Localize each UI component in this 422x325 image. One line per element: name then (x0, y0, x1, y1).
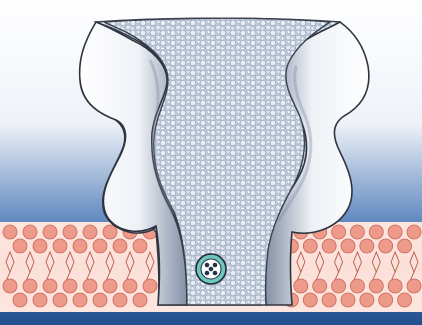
lipid-head (43, 225, 57, 239)
lipid-head (113, 239, 127, 253)
lipid-head (23, 279, 37, 293)
lipid-head (103, 279, 117, 293)
lipid-head (143, 279, 157, 293)
lipid-head (360, 239, 374, 253)
ion-dot (205, 271, 210, 276)
lipid-head (73, 293, 87, 307)
lipid-head (83, 225, 97, 239)
lipid-head (379, 293, 393, 307)
lipid-head (133, 293, 147, 307)
lipid-head (369, 225, 383, 239)
ion-particle (196, 254, 226, 284)
lipid-head (93, 293, 107, 307)
lipid-head (43, 279, 57, 293)
lipid-head (379, 239, 393, 253)
lipid-head (360, 293, 374, 307)
ion-dot (205, 263, 210, 268)
lipid-head (407, 225, 421, 239)
lipid-head (93, 239, 107, 253)
lipid-head (13, 239, 27, 253)
lipid-head (123, 279, 137, 293)
lipid-head (332, 279, 346, 293)
lipid-head (350, 225, 364, 239)
lipid-head (23, 225, 37, 239)
lipid-head (63, 279, 77, 293)
lipid-head (407, 279, 421, 293)
lipid-head (341, 293, 355, 307)
lipid-head (341, 239, 355, 253)
ion-dot (213, 263, 218, 268)
lipid-head (53, 239, 67, 253)
lipid-head (33, 239, 47, 253)
lipid-head (73, 239, 87, 253)
lipid-head (303, 239, 317, 253)
lipid-head (398, 293, 412, 307)
lipid-head (113, 293, 127, 307)
lipid-head (388, 279, 402, 293)
lipid-head (294, 279, 308, 293)
lipid-head (322, 293, 336, 307)
lipid-head (332, 225, 346, 239)
lipid-head (83, 279, 97, 293)
lipid-head (398, 239, 412, 253)
lipid-head (63, 225, 77, 239)
lipid-head (350, 279, 364, 293)
lipid-head (369, 279, 383, 293)
ion-dot (213, 271, 218, 276)
lipid-head (388, 225, 402, 239)
lipid-head (303, 293, 317, 307)
lipid-head (313, 279, 327, 293)
lipid-head (3, 225, 17, 239)
lipid-head (53, 293, 67, 307)
lipid-head (33, 293, 47, 307)
lipid-head (133, 239, 147, 253)
lipid-head (322, 239, 336, 253)
lipid-head (3, 279, 17, 293)
lipid-head (13, 293, 27, 307)
lipid-head (103, 225, 117, 239)
ion-dot (209, 267, 214, 272)
